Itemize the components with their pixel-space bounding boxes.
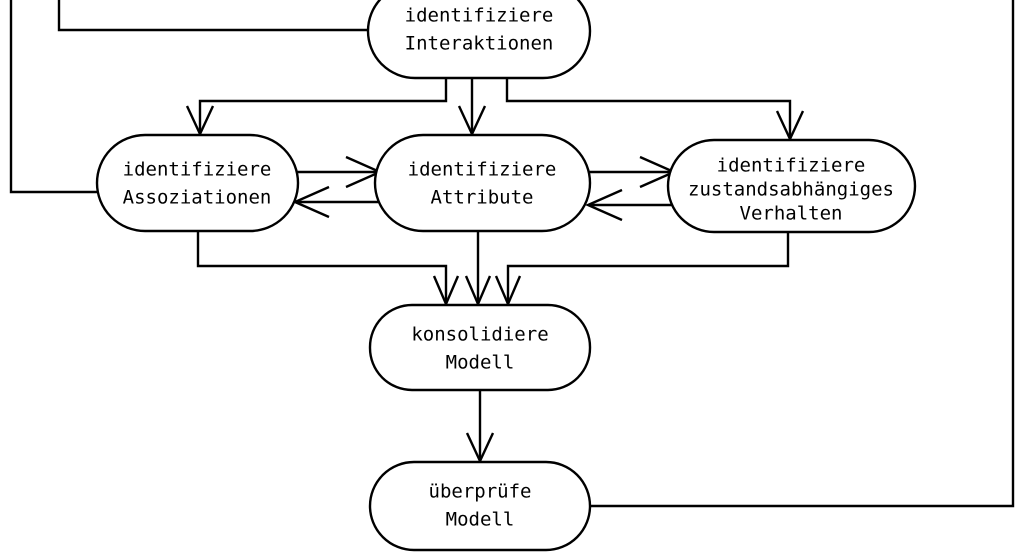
edge-interaktionen-feedback-left: [57, 0, 368, 32]
node-label-assoziationen-line2: Assoziationen: [123, 187, 272, 209]
node-identifiziere-interaktionen[interactable]: identifiziere Interaktionen: [366, 0, 592, 80]
edge-interaktionen-to-assoziationen: [198, 78, 448, 134]
node-label-ueberpruefe-line1: überprüfe: [429, 481, 532, 503]
arrowhead-verhalten-to-attribute: [585, 188, 623, 222]
node-shape-attribute: [373, 133, 592, 233]
node-label-attribute-line2: Attribute: [431, 187, 534, 209]
node-identifiziere-zustandsabhaengiges-verhalten[interactable]: identifiziere zustandsabhängiges Verhalt…: [666, 138, 917, 234]
node-identifiziere-assoziationen[interactable]: identifiziere Assoziationen: [95, 133, 300, 233]
node-shape-konsolidiere: [368, 303, 592, 392]
node-shape-assoziationen: [95, 133, 300, 233]
node-shape-verhalten: [666, 138, 917, 234]
node-label-konsolidiere-line2: Modell: [446, 352, 515, 374]
node-label-assoziationen-line1: identifiziere: [123, 159, 272, 181]
node-label-konsolidiere-line1: konsolidiere: [411, 324, 548, 346]
node-label-verhalten-line2: zustandsabhängiges: [688, 179, 894, 201]
edge-verhalten-to-konsolidiere: [506, 232, 790, 304]
node-label-interaktionen-line2: Interaktionen: [405, 33, 554, 55]
node-label-ueberpruefe-line2: Modell: [446, 509, 515, 531]
node-konsolidiere-modell[interactable]: konsolidiere Modell: [368, 303, 592, 392]
edge-assoziationen-feedback-left: [9, 0, 97, 194]
node-label-interaktionen-line1: identifiziere: [405, 5, 554, 27]
edge-ueberpruefe-feedback-right: [590, 0, 1015, 508]
node-shape-interaktionen: [366, 0, 592, 80]
node-label-verhalten-line1: identifiziere: [717, 155, 866, 177]
node-ueberpruefe-modell[interactable]: überprüfe Modell: [368, 460, 592, 552]
edge-interaktionen-to-verhalten: [505, 78, 792, 139]
node-shape-ueberpruefe: [368, 460, 592, 552]
node-identifiziere-attribute[interactable]: identifiziere Attribute: [373, 133, 592, 233]
node-label-attribute-line1: identifiziere: [408, 159, 557, 181]
edge-assoziationen-to-konsolidiere: [196, 231, 448, 304]
node-label-verhalten-line3: Verhalten: [740, 203, 843, 225]
